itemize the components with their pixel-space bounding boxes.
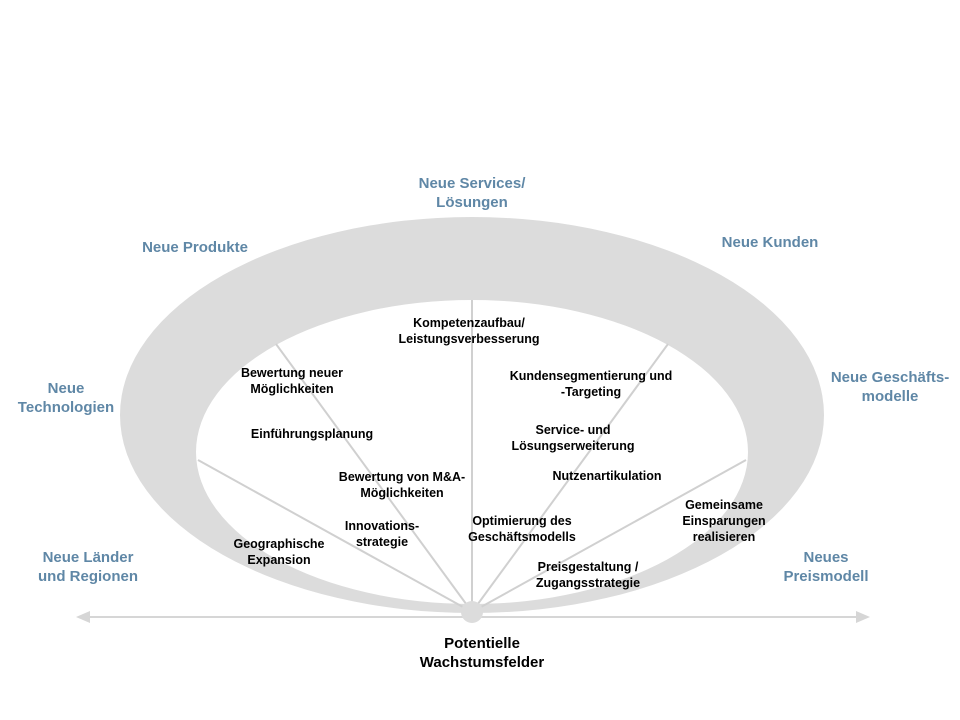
label-neue-geschaeftsmodelle-line2: modelle	[861, 388, 919, 405]
label-bewertung-ma-line1: Bewertung von M&A-	[338, 470, 466, 484]
label-neue-technologien-line1: Neue	[47, 380, 85, 397]
spoke-kunden	[471, 343, 669, 613]
label-geographische-expansion-line2: Expansion	[247, 553, 311, 567]
label-nutzenartikulation-line1: Nutzenartikulation	[552, 469, 662, 483]
label-neues-preismodell-line1: Neues	[803, 549, 849, 566]
label-service-erweiterung: Service- und Lösungserweiterung	[500, 422, 646, 454]
label-neues-preismodell-line2: Preismodell	[783, 568, 869, 585]
label-optimierung-geschaeftsmodell: Optimierung des Geschäftsmodells	[456, 513, 588, 545]
label-einfuehrungsplanung-line1: Einführungsplanung	[250, 427, 374, 441]
label-preisgestaltung-line1: Preisgestaltung /	[537, 560, 639, 574]
spoke-technologien	[197, 459, 473, 613]
label-innovationsstrategie-line1: Innovations-	[344, 519, 420, 533]
label-optimierung-geschaeftsmodell-line2: Geschäftsmodells	[468, 530, 576, 544]
label-kompetenzaufbau: Kompetenzaufbau/ Leistungsverbesserung	[384, 315, 554, 347]
label-neue-geschaeftsmodelle-line1: Neue Geschäfts-	[830, 369, 950, 386]
label-neue-technologien: Neue Technologien	[6, 379, 126, 417]
label-potentielle-wachstumsfelder-line1: Potentielle	[444, 635, 520, 652]
label-kundensegmentierung: Kundensegmentierung und -Targeting	[496, 368, 686, 400]
label-neue-laender-line2: und Regionen	[38, 568, 138, 585]
label-neue-geschaeftsmodelle: Neue Geschäfts- modelle	[820, 368, 960, 406]
axis-arrow-left	[76, 611, 90, 623]
label-bewertung-moeglichkeiten: Bewertung neuer Möglichkeiten	[222, 365, 362, 397]
label-gemeinsame-einsparungen-line3: realisieren	[692, 530, 756, 544]
label-kundensegmentierung-line1: Kundensegmentierung und	[509, 369, 673, 383]
label-neue-technologien-line2: Technologien	[17, 399, 115, 416]
label-innovationsstrategie: Innovations- strategie	[330, 518, 434, 550]
label-kompetenzaufbau-line1: Kompetenzaufbau/	[413, 316, 525, 330]
label-optimierung-geschaeftsmodell-line1: Optimierung des	[472, 514, 572, 528]
label-service-erweiterung-line2: Lösungserweiterung	[511, 439, 635, 453]
label-einfuehrungsplanung: Einführungsplanung	[246, 426, 378, 442]
label-gemeinsame-einsparungen-line2: Einsparungen	[682, 514, 766, 528]
label-gemeinsame-einsparungen-line1: Gemeinsame	[685, 498, 763, 512]
label-service-erweiterung-line1: Service- und	[535, 423, 611, 437]
label-neue-laender-line1: Neue Länder	[42, 549, 134, 566]
label-innovationsstrategie-line2: strategie	[355, 535, 409, 549]
label-kompetenzaufbau-line2: Leistungsverbesserung	[398, 332, 540, 346]
label-neue-services-line2: Lösungen	[436, 194, 508, 211]
label-gemeinsame-einsparungen: Gemeinsame Einsparungen realisieren	[670, 497, 778, 545]
label-neues-preismodell: Neues Preismodell	[766, 548, 886, 586]
label-potentielle-wachstumsfelder: Potentielle Wachstumsfelder	[392, 634, 572, 672]
label-nutzenartikulation: Nutzenartikulation	[540, 468, 674, 484]
spoke-geschaeftsmodelle	[471, 459, 747, 613]
label-geographische-expansion: Geographische Expansion	[222, 536, 336, 568]
axis-arrow-right	[856, 611, 870, 623]
label-neue-laender: Neue Länder und Regionen	[18, 548, 158, 586]
label-potentielle-wachstumsfelder-line2: Wachstumsfelder	[419, 654, 545, 671]
label-bewertung-moeglichkeiten-line2: Möglichkeiten	[250, 382, 334, 396]
label-neue-services: Neue Services/ Lösungen	[402, 174, 542, 212]
label-bewertung-moeglichkeiten-line1: Bewertung neuer	[240, 366, 344, 380]
center-point	[461, 601, 483, 623]
outer-ring	[120, 217, 824, 613]
label-preisgestaltung: Preisgestaltung / Zugangsstrategie	[522, 559, 654, 591]
spoke-produkte	[275, 343, 473, 613]
label-bewertung-ma: Bewertung von M&A- Möglichkeiten	[334, 469, 470, 501]
label-neue-kunden: Neue Kunden	[700, 233, 840, 252]
label-neue-kunden-line1: Neue Kunden	[721, 234, 819, 251]
label-geographische-expansion-line1: Geographische	[233, 537, 325, 551]
label-neue-services-line1: Neue Services/	[418, 175, 526, 192]
label-neue-produkte-line1: Neue Produkte	[142, 239, 248, 256]
label-kundensegmentierung-line2: -Targeting	[560, 385, 622, 399]
label-neue-produkte: Neue Produkte	[120, 238, 270, 257]
label-preisgestaltung-line2: Zugangsstrategie	[535, 576, 641, 590]
label-bewertung-ma-line2: Möglichkeiten	[360, 486, 444, 500]
